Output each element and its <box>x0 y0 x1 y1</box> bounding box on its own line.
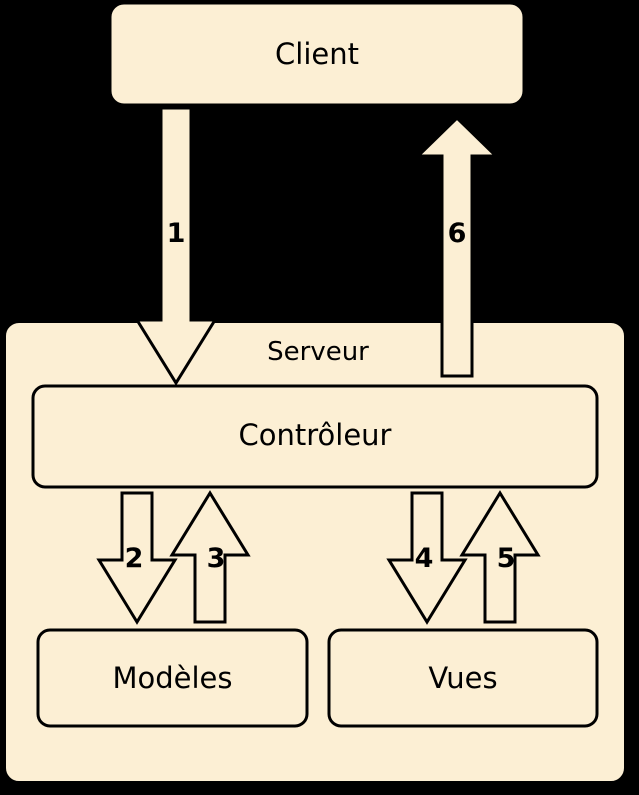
client-box[interactable] <box>111 4 523 104</box>
controleur-box[interactable] <box>31 384 599 489</box>
arrow-4-shape[interactable] <box>386 491 468 625</box>
arrow-5-shape[interactable] <box>459 490 541 624</box>
arrow-2-shape[interactable] <box>96 491 178 625</box>
modeles-box[interactable] <box>36 628 309 728</box>
arrow-3-shape[interactable] <box>169 490 251 624</box>
vues-box[interactable] <box>327 628 599 728</box>
arrow-1-shape[interactable] <box>134 106 218 386</box>
arrow-6-shape[interactable] <box>414 115 500 378</box>
